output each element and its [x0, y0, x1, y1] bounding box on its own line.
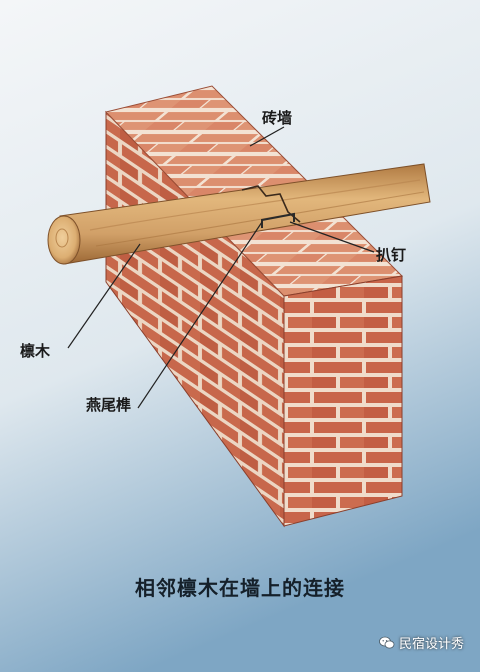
label-iron-nail: 扒钉 — [376, 246, 407, 264]
watermark-text: 民宿设计秀 — [398, 637, 464, 652]
figure-caption: 相邻檩木在墙上的连接 — [135, 576, 345, 600]
wall-end-face — [283, 275, 403, 527]
leader-nail — [289, 221, 375, 253]
wechat-icon — [379, 636, 395, 650]
leader-purlin — [67, 243, 141, 349]
label-purlin: 檩木 — [20, 342, 51, 360]
purlin-end — [47, 215, 81, 265]
leader-wall — [249, 126, 285, 147]
dovetail-joint-outline — [241, 185, 301, 223]
iron-nail — [261, 212, 295, 228]
label-dovetail-tenon: 燕尾榫 — [86, 396, 132, 414]
label-brick-wall: 砖墙 — [262, 109, 293, 127]
watermark: 民宿设计秀 — [379, 633, 464, 652]
leader-tenon — [137, 221, 263, 409]
